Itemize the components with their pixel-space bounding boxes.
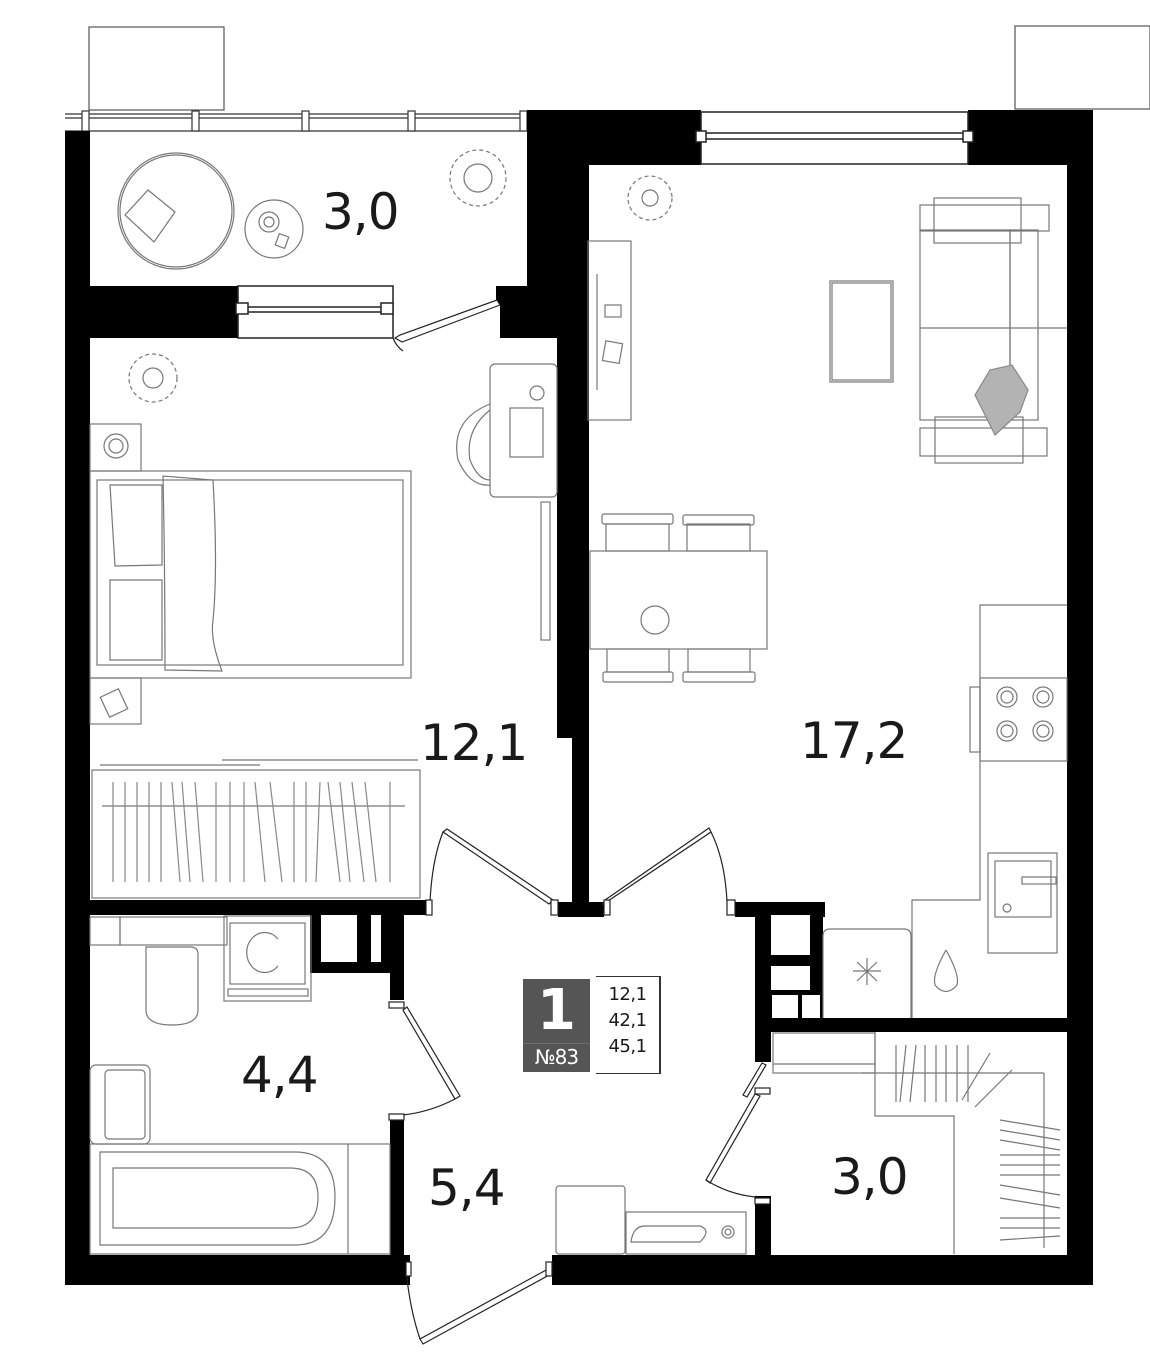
bathroom-fixtures xyxy=(89,915,391,1255)
apartment-number: №83 xyxy=(534,1045,579,1069)
room-area-wardrobe: 3,0 xyxy=(831,1148,909,1206)
neighbor-outlines xyxy=(88,25,1150,111)
balcony-railing xyxy=(65,110,528,132)
plant-icon xyxy=(627,175,673,221)
furniture xyxy=(89,149,1068,1255)
nightstand-icon xyxy=(89,423,142,472)
total-area-no-balcony: 42,1 xyxy=(608,1010,647,1031)
room-area-balcony: 3,0 xyxy=(322,183,400,241)
kitchen-counter xyxy=(911,604,1068,1018)
round-armchair-icon xyxy=(117,152,235,270)
side-table-icon xyxy=(244,199,304,259)
room-area-bedroom: 12,1 xyxy=(420,714,528,772)
boiler-icon xyxy=(933,949,959,993)
total-area: 45,1 xyxy=(608,1036,647,1057)
living-area: 12,1 xyxy=(608,984,647,1005)
plant-icon xyxy=(449,149,507,207)
ventilation-shafts xyxy=(321,915,820,1018)
desk-icon xyxy=(456,363,558,641)
pillow-icon xyxy=(974,364,1029,436)
rooms-count: 1 xyxy=(523,979,590,1044)
plant-icon xyxy=(128,353,178,403)
room-area-living-kitchen: 17,2 xyxy=(800,712,908,770)
hangers xyxy=(112,781,391,883)
windows xyxy=(235,111,974,339)
nightstand-icon xyxy=(89,677,142,725)
bed-icon xyxy=(89,470,412,679)
shoe-cabinet-icon xyxy=(555,1185,747,1255)
doors xyxy=(388,299,771,1345)
sofa-icon xyxy=(919,197,1067,464)
washing-machine-icon xyxy=(223,915,312,1002)
dining-table-icon xyxy=(589,513,768,683)
coffee-table xyxy=(829,280,894,383)
room-area-hallway: 5,4 xyxy=(428,1159,506,1217)
closet-shelving xyxy=(772,1032,1061,1254)
tv-console xyxy=(587,240,632,421)
room-area-bathroom: 4,4 xyxy=(241,1046,319,1104)
fridge-icon xyxy=(822,928,912,1018)
apartment-badge: 1 №83 xyxy=(523,979,590,1072)
wardrobe-icon xyxy=(91,759,421,899)
walls xyxy=(65,110,1093,1285)
area-summary: 12,1 42,1 45,1 xyxy=(596,976,661,1074)
